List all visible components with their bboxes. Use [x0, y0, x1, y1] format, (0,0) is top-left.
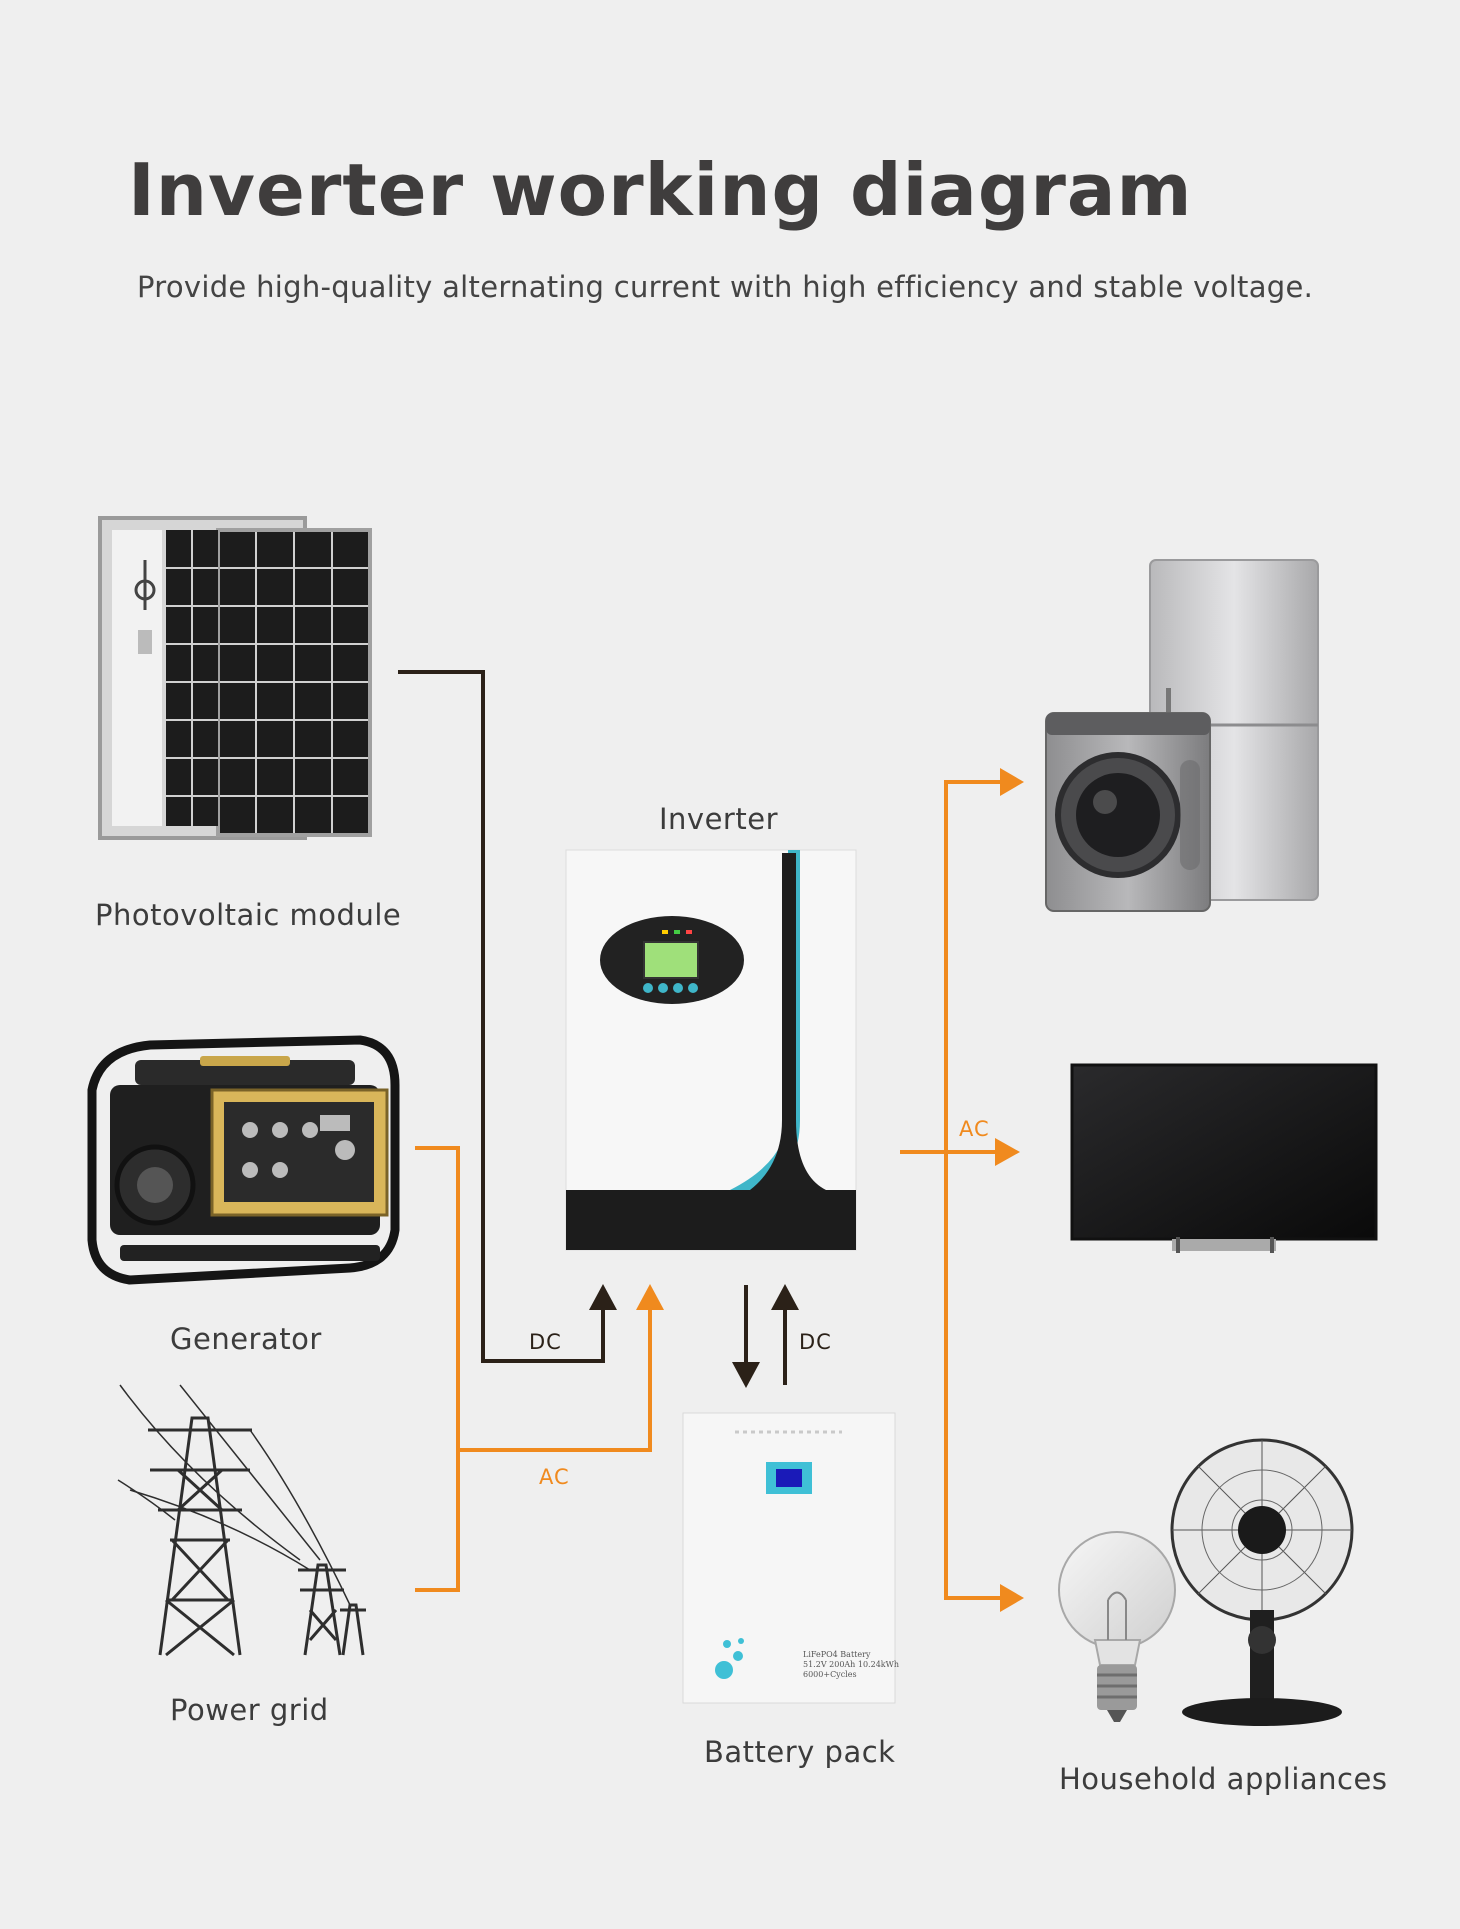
ac-input-flow-label: AC: [539, 1465, 570, 1489]
ac-flow-line-input: [415, 1146, 652, 1592]
inverter-label: Inverter: [659, 802, 778, 836]
ac-output-arrowhead-bottom: [1000, 1584, 1024, 1612]
dc-input-flow-label: DC: [529, 1330, 562, 1354]
ac-output-arrowhead-top: [1000, 768, 1024, 796]
battery-pack-image: LiFePO4 Battery 51.2V 200Ah 10.24kWh 600…: [682, 1412, 899, 1704]
dc-battery-up-arrowhead: [771, 1284, 799, 1310]
ac-output-flow-label: AC: [959, 1117, 990, 1141]
photovoltaic-module-label: Photovoltaic module: [95, 898, 402, 932]
battery-spec-line3: 6000+Cycles: [803, 1670, 857, 1679]
page-subtitle: Provide high-quality alternating current…: [137, 270, 1314, 304]
power-grid-label: Power grid: [170, 1693, 329, 1727]
dc-battery-down-arrowhead: [732, 1362, 760, 1388]
battery-spec-line2: 51.2V 200Ah 10.24kWh: [803, 1660, 899, 1669]
inverter-image: [565, 849, 857, 1251]
battery-pack-label: Battery pack: [704, 1735, 896, 1769]
photovoltaic-module-image: [98, 516, 372, 840]
bulb-fan-image: [1058, 1438, 1354, 1726]
generator-image: [87, 1035, 400, 1285]
ac-flow-line-output: [900, 780, 1005, 1600]
dc-flow-line-battery: [744, 1285, 787, 1385]
fridge-washer-image: [1045, 559, 1319, 912]
generator-label: Generator: [170, 1322, 322, 1356]
ac-input-arrowhead: [636, 1284, 664, 1310]
ac-output-arrowhead-middle: [995, 1138, 1020, 1166]
power-grid-image: [117, 1384, 366, 1657]
household-appliances-label: Household appliances: [1059, 1762, 1388, 1796]
page-title: Inverter working diagram: [128, 148, 1193, 232]
dc-battery-flow-label: DC: [799, 1330, 832, 1354]
dc-flow-line-photovoltaic: [398, 670, 605, 1363]
television-image: [1070, 1063, 1378, 1253]
dc-input-arrowhead: [589, 1284, 617, 1310]
battery-spec-line1: LiFePO4 Battery: [803, 1650, 871, 1659]
